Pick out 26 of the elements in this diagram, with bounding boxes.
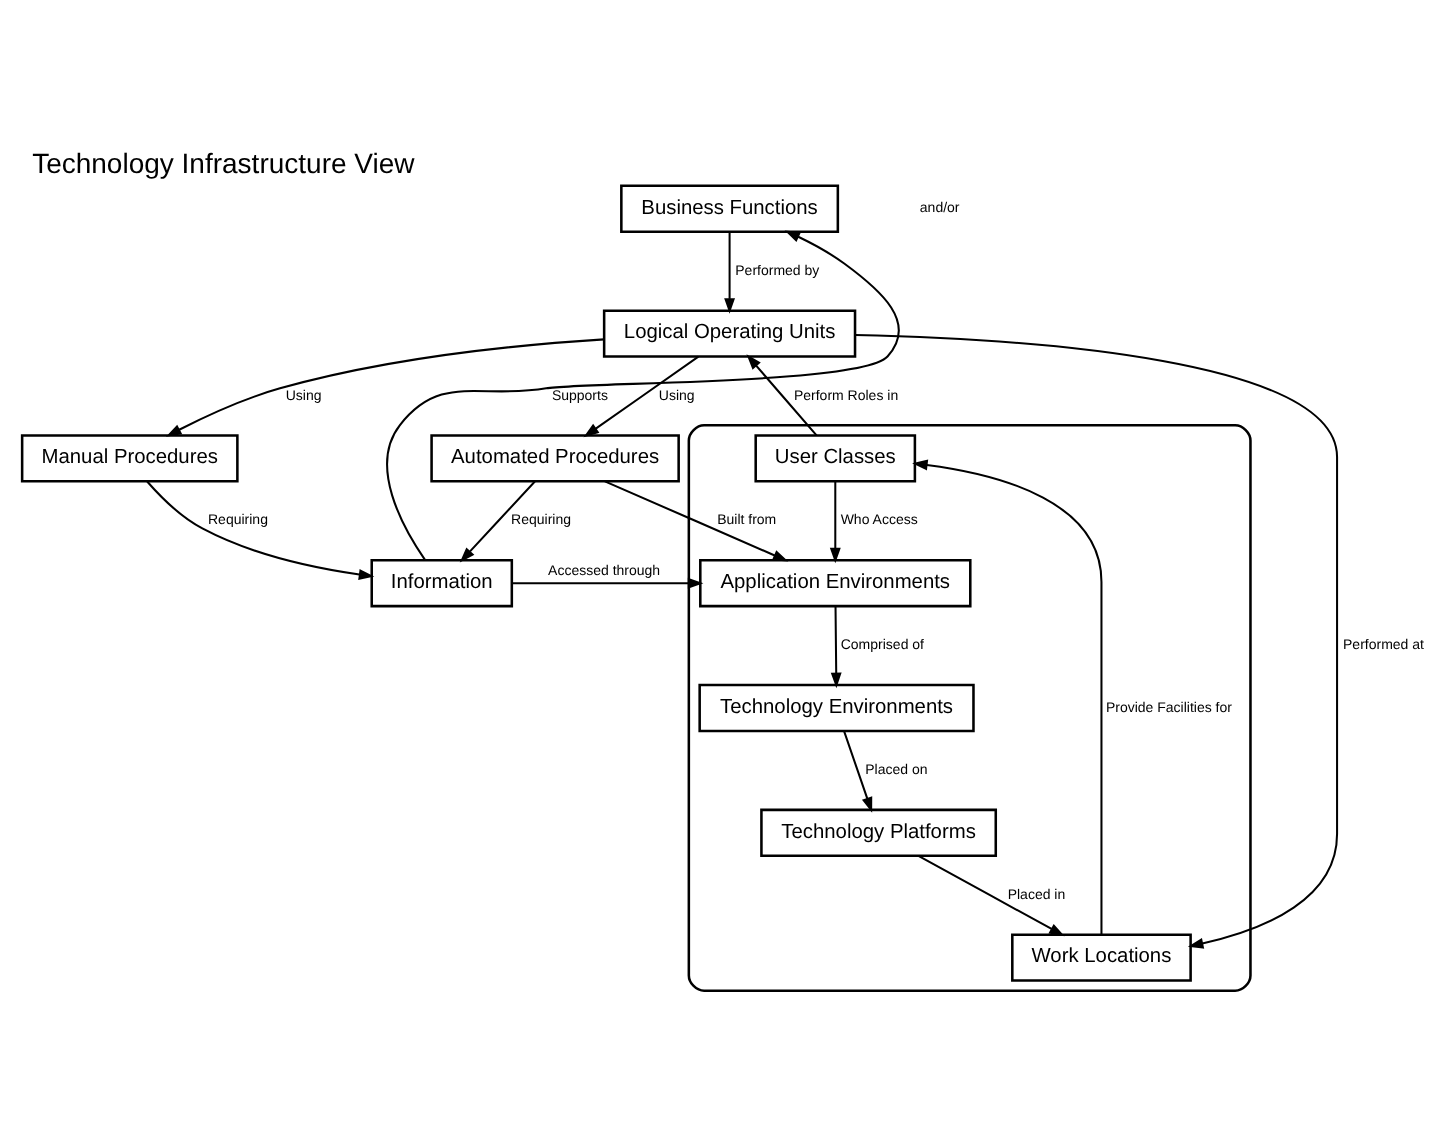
arrow [583,354,699,437]
node-box: Technology Environments [698,682,975,732]
node-box: Automated Procedures [430,433,680,482]
node-box: User Classes [754,433,917,482]
arrow [604,479,789,561]
arrow [843,729,873,812]
arrow [512,576,704,588]
arrow [459,479,536,562]
node-box: Logical Operating Units [602,308,857,357]
node-box: Business Functions [620,183,840,232]
arrow [829,480,841,563]
arrow [855,333,1339,948]
arrow [746,353,818,436]
node-box: Manual Procedures [20,433,239,482]
node-box: Application Environments [699,558,972,607]
arrow [724,230,736,313]
arrow [917,854,1065,936]
arrow [386,229,900,560]
node-box: Work Locations [1011,932,1192,981]
node-box: Information [370,558,514,607]
node-box: Technology Platforms [760,807,998,856]
diagram-title: Technology Infrastructure View [32,145,415,178]
arrow [146,479,375,579]
arrow [165,337,605,436]
arrow [912,458,1103,934]
arrow [830,605,842,688]
